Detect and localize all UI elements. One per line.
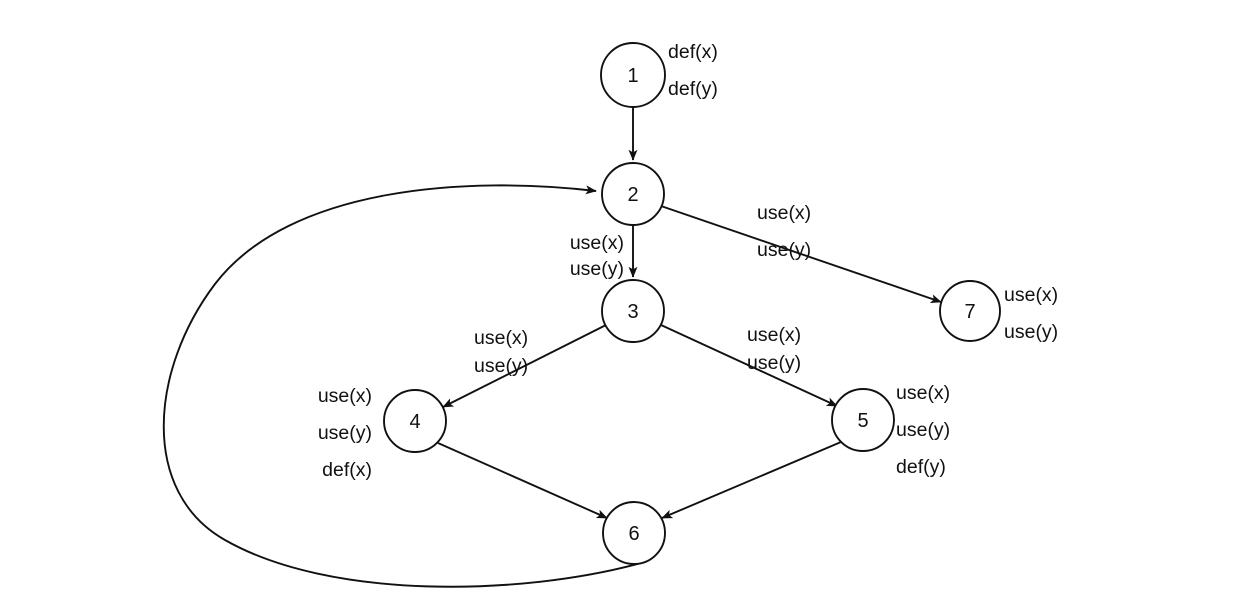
node-5-annotation-line-3: def(y) [896,456,946,478]
node-1[interactable]: 1 [600,42,666,108]
node-6[interactable]: 6 [602,501,666,565]
node-1-annotation-line-1: def(x) [668,41,718,63]
node-7-circle[interactable] [939,280,1001,342]
node-5-annotation-line-2: use(y) [896,419,950,441]
node-4-annotation-line-1: use(x) [318,385,372,407]
node-7-annotation-line-2: use(y) [1004,321,1058,343]
edge-3-to-5-annotation-line-2: use(y) [747,352,801,374]
node-5-annotation-line-1: use(x) [896,382,950,404]
node-4-annotation-line-2: use(y) [318,422,372,444]
node-3-circle[interactable] [601,279,665,343]
node-2-circle[interactable] [601,162,665,226]
node-7-label: 7 [964,301,975,323]
edge-4-to-6 [437,442,608,519]
node-4-circle[interactable] [383,389,447,453]
node-6-circle[interactable] [602,501,666,565]
node-5[interactable]: 5 [831,388,895,452]
node-2[interactable]: 2 [601,162,665,226]
edge-6-to-2-back-edge [162,184,642,588]
edge-2-to-7-annotation-line-1: use(x) [757,202,811,224]
edge-3-to-5-annotation-line-1: use(x) [747,324,801,346]
node-4-annotation: use(x) use(y) def(x) [318,385,372,481]
edge-2-to-7-annotation: use(x) use(y) [757,202,811,261]
edge-3-to-4-annotation-line-1: use(x) [474,327,528,349]
node-1-annotation: def(x) def(y) [668,41,718,100]
node-7-annotation-line-1: use(x) [1004,284,1058,306]
edge-2-to-7-annotation-line-2: use(y) [757,239,811,261]
edge-2-to-3-annotation-line-2: use(y) [570,258,624,280]
node-7[interactable]: 7 [939,280,1001,342]
edge-2-to-3-annotation: use(x) use(y) [570,232,624,280]
node-4-annotation-line-3: def(x) [322,459,372,481]
node-3-label: 3 [627,301,638,323]
nodes-layer: 1 2 3 4 5 6 7 [383,42,1001,565]
edge-3-to-5 [660,324,838,407]
node-2-label: 2 [627,184,638,206]
node-5-annotation: use(x) use(y) def(y) [896,382,950,478]
node-5-label: 5 [857,410,868,432]
node-1-annotation-line-2: def(y) [668,78,718,100]
edge-2-to-3-annotation-line-1: use(x) [570,232,624,254]
edge-annotations-layer: use(x) use(y) use(x) use(y) use(x) use(y… [474,202,811,377]
node-5-circle[interactable] [831,388,895,452]
edge-3-to-4 [442,324,607,408]
edges-layer [162,107,942,588]
node-1-circle[interactable] [600,42,666,108]
node-3[interactable]: 3 [601,279,665,343]
edge-5-to-6 [661,441,842,519]
node-annotations-layer: def(x) def(y) use(x) use(y) def(x) use(x… [318,41,1058,481]
edge-3-to-5-annotation: use(x) use(y) [747,324,801,374]
node-6-label: 6 [628,523,639,545]
edge-3-to-4-annotation-line-2: use(y) [474,355,528,377]
node-7-annotation: use(x) use(y) [1004,284,1058,343]
node-4-label: 4 [409,411,420,433]
edge-3-to-4-annotation: use(x) use(y) [474,327,528,377]
edge-2-to-7 [660,205,942,303]
node-4[interactable]: 4 [383,389,447,453]
node-1-label: 1 [627,65,638,87]
